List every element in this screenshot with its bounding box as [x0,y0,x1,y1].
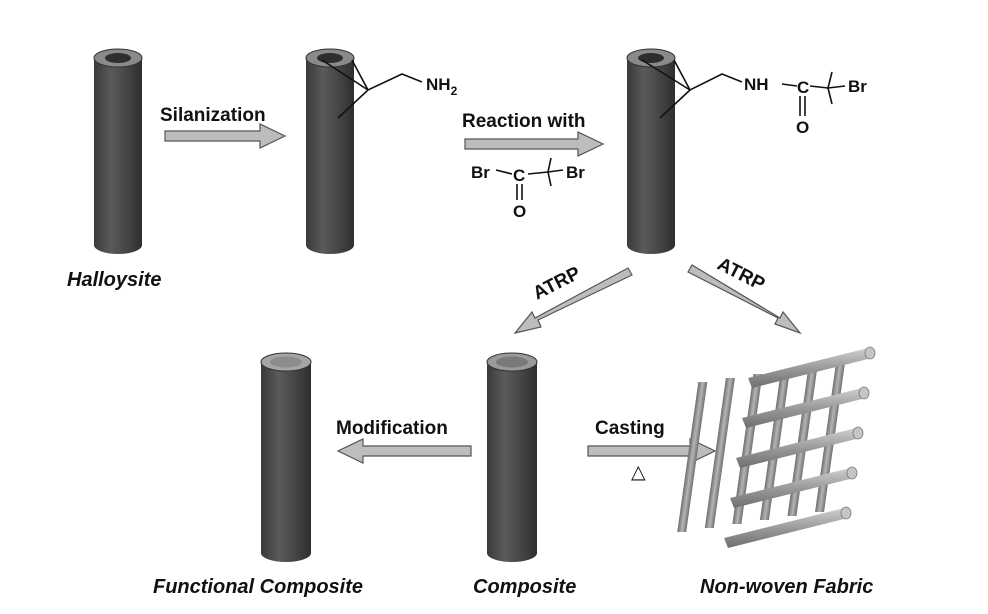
composite-caption: Composite [473,576,576,598]
atrp-right-arrow [687,264,802,335]
reaction-with-label: Reaction with [462,111,586,132]
reaction-arrow [464,131,605,157]
reagent-br-left: Br [471,163,490,182]
heat-symbol: △ [631,462,646,483]
br-label: Br [848,77,867,96]
reagent-o: O [513,202,526,221]
nh2-label: NH2 [426,75,458,98]
halloysite-caption: Halloysite [67,269,161,291]
silanization-label: Silanization [160,105,266,126]
nh-label: NH [744,75,769,94]
silanization-arrow [164,123,287,149]
atrp-left-arrow [513,267,633,334]
amine-silane-linker [321,59,423,119]
halloysite-tube [93,48,143,254]
functional-composite-tube [260,352,312,562]
functional-composite-caption: Functional Composite [153,576,363,598]
silanized-tube [305,48,355,254]
reagent-br-right: Br [566,163,585,182]
reagent-c: C [513,166,525,185]
casting-label: Casting [595,418,665,439]
reagent-structure [495,157,564,200]
initiator-tube [626,48,676,254]
composite-tube [486,352,538,562]
modification-label: Modification [336,418,448,439]
carbonyl-c-label: C [797,78,809,97]
non-woven-fabric-caption: Non-woven Fabric [700,576,873,598]
carbonyl-o-label: O [796,118,809,137]
bromoisobutyryl-linker [641,59,846,119]
modification-arrow [336,438,472,464]
fabric-horizontal-rods [724,346,876,548]
non-woven-fabric-mesh [677,346,876,548]
